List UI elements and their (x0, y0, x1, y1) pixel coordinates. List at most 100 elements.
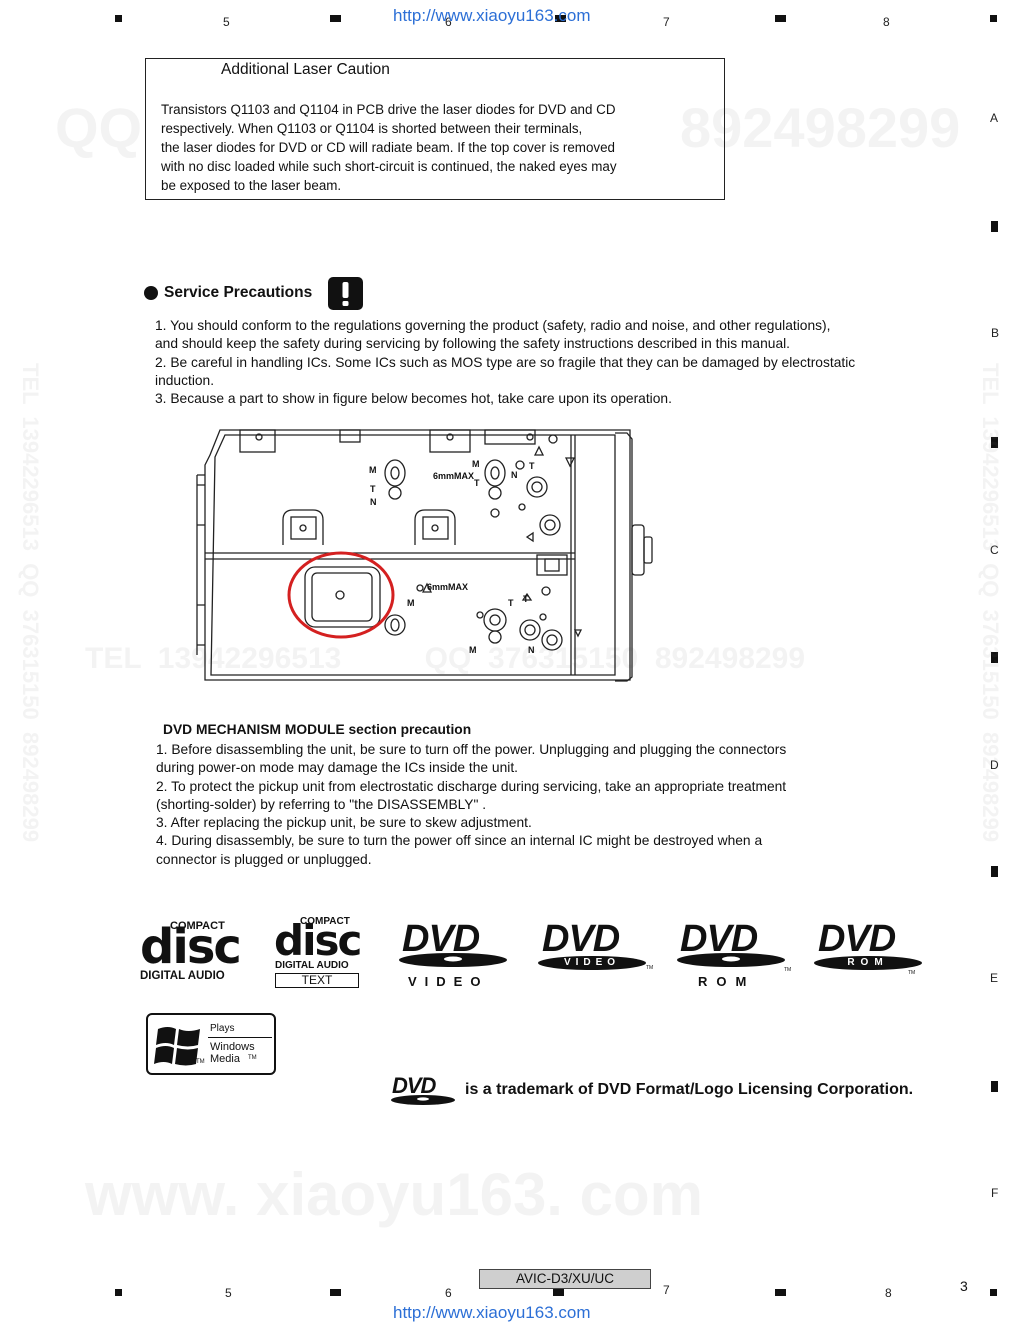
column-number: 5 (223, 15, 230, 29)
logo-text: TM (248, 1055, 257, 1061)
logo-text: DVD (818, 918, 896, 960)
list-item: 2. Be careful in handling ICs. Some ICs … (155, 354, 856, 370)
row-letter: A (990, 111, 999, 125)
column-number: 6 (445, 1286, 452, 1300)
logo-text: VIDEO (408, 974, 489, 989)
reg-mark (775, 15, 786, 22)
figure-label: T (474, 478, 480, 488)
logo-text: DVD (680, 918, 758, 960)
logo-text: TM (908, 970, 916, 976)
logo-text: Plays (210, 1023, 235, 1034)
logo-text: DIGITAL AUDIO (275, 960, 349, 971)
figure-label: N (370, 497, 377, 507)
watermark-text: TEL 13942296513 QQ 376315150 892498299 (18, 363, 43, 843)
reg-mark (115, 15, 122, 22)
watermark-text: QQ (55, 96, 143, 159)
watermark-text: www. xiaoyu163. com (85, 1161, 704, 1228)
reg-mark (990, 1289, 997, 1296)
dvd-rom-logo: DVD ROM TM (676, 918, 792, 992)
logo-text: disc (274, 916, 362, 965)
figure-label: T (529, 461, 535, 471)
logo-text: DVD (542, 918, 620, 960)
logo-text: disc (140, 919, 242, 975)
column-number: 8 (885, 1286, 892, 1300)
list-item: 1. You should conform to the regulations… (155, 318, 831, 333)
caution-line: Transistors Q1103 and Q1104 in PCB drive… (161, 102, 616, 117)
reg-mark (330, 15, 341, 22)
reg-mark (330, 1289, 341, 1296)
watermark-text: 892498299 (680, 96, 961, 159)
row-letter: B (991, 326, 1000, 340)
watermark-text: TEL 13942296513 QQ 376315150 892498299 (978, 363, 1003, 843)
disc-icon (677, 953, 785, 967)
list-item: connector is plugged or unplugged. (156, 851, 372, 867)
dvd-small-logo: DVD (390, 1073, 456, 1108)
reg-mark (775, 1289, 786, 1296)
mechanism-precaution-list: 1. Before disassembling the unit, be sur… (156, 741, 786, 869)
bottom-url-link[interactable]: http://www.xiaoyu163.com (393, 1303, 591, 1322)
reg-mark (553, 1289, 564, 1296)
logo-text: TM (784, 967, 792, 973)
caution-line: respectively. When Q1103 or Q1104 is sho… (161, 121, 583, 136)
hot-part-highlight (287, 551, 395, 639)
reg-mark (991, 437, 998, 448)
reg-mark (115, 1289, 122, 1296)
logo-text: DVD (392, 1073, 436, 1098)
logo-text: COMPACT (170, 920, 225, 932)
figure-label: 6mmMAX (427, 582, 468, 592)
reg-mark (990, 15, 997, 22)
mechanism-figure: M T N M T N T M T T M N 6mmMAX 6mmMAX (196, 429, 653, 682)
caution-line: the laser diodes for DVD or CD will radi… (161, 140, 615, 155)
column-number: 6 (445, 15, 452, 29)
figure-label: T (370, 484, 376, 494)
row-letter: D (990, 758, 999, 772)
disc-icon (399, 953, 507, 967)
figure-label: 6mmMAX (433, 471, 474, 481)
bullet-icon (144, 286, 158, 300)
reg-mark (555, 15, 566, 22)
figure-label: T (508, 598, 514, 608)
list-item: induction. (155, 372, 215, 388)
logo-text: Media (210, 1053, 240, 1065)
watermark-text: TEL 13942296513 QQ 376315150 892498299 (85, 642, 805, 675)
dvd-video-logo-alt: DVD VIDEO TM (538, 918, 654, 972)
list-item: and should keep the safety during servic… (155, 336, 791, 352)
list-item: (shorting-solder) by referring to "the D… (156, 796, 487, 812)
divider (208, 1037, 272, 1038)
caution-line: be exposed to the laser beam. (161, 178, 342, 193)
service-precautions-title: Service Precautions (164, 284, 313, 301)
top-url-link[interactable]: http://www.xiaoyu163.com (393, 6, 591, 25)
windows-flag-icon (154, 1027, 200, 1066)
column-number: 7 (663, 15, 670, 29)
list-item: 3. After replacing the pickup unit, be s… (156, 815, 532, 831)
figure-label: M (472, 459, 480, 469)
disc-icon (391, 1095, 455, 1105)
list-item: 1. Before disassembling the unit, be sur… (156, 742, 787, 757)
logo-text: DVD (402, 918, 480, 960)
list-item: 4. During disassembly, be sure to turn t… (156, 833, 763, 849)
laser-caution-box: Additional Laser Caution Transistors Q11… (145, 58, 725, 200)
logo-text: TM (196, 1059, 205, 1065)
logo-text: TEXT (275, 973, 359, 988)
service-precautions-heading: Service Precautions (144, 284, 312, 302)
column-number: 8 (883, 15, 890, 29)
figure-label: N (528, 645, 535, 655)
logo-text: DIGITAL AUDIO (140, 970, 225, 982)
compact-disc-logo: COMPACT disc DIGITAL AUDIO (140, 920, 242, 986)
caution-body: Transistors Q1103 and Q1104 in PCB drive… (161, 100, 716, 195)
reg-mark (991, 866, 998, 877)
model-number-label: AVIC-D3/XU/UC (479, 1269, 651, 1289)
row-letter: C (990, 543, 999, 557)
caution-line: with no disc loaded while such short-cir… (161, 159, 617, 174)
logo-text: ROM (814, 956, 922, 970)
figure-label: M (469, 645, 477, 655)
figure-label: M (369, 465, 377, 475)
column-number: 7 (663, 1283, 670, 1297)
figure-label: N (511, 470, 518, 480)
dvd-video-logo: DVD VIDEO (398, 918, 508, 992)
page-number: 3 (960, 1278, 968, 1294)
logo-text: Windows (210, 1041, 255, 1053)
figure-label: M (407, 598, 415, 608)
service-precautions-list: 1. You should conform to the regulations… (155, 317, 855, 408)
logo-text: TM (646, 965, 654, 971)
